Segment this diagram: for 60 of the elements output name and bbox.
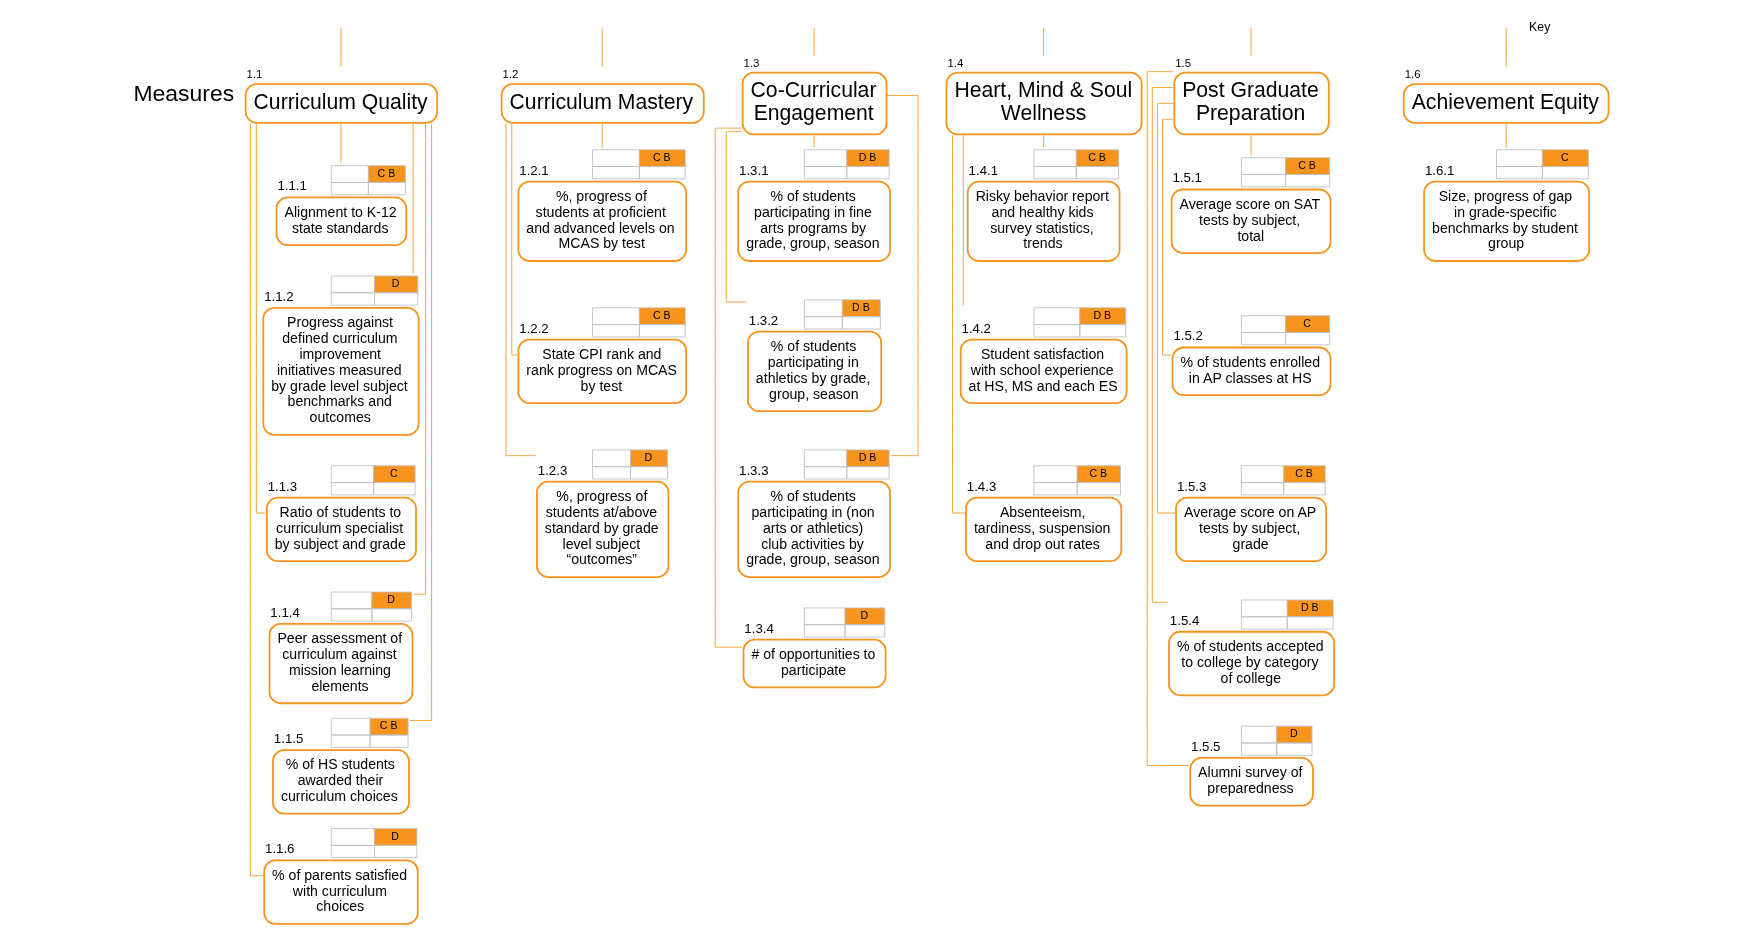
connector bbox=[1505, 123, 1507, 148]
connector bbox=[951, 135, 965, 514]
node-box: Curriculum Quality bbox=[244, 83, 438, 124]
connector bbox=[714, 127, 742, 648]
connector bbox=[886, 95, 918, 457]
connector bbox=[601, 27, 603, 68]
node-label: C B bbox=[1294, 466, 1313, 479]
node-label: 1.2 bbox=[502, 68, 518, 81]
node-label: D B bbox=[1093, 308, 1111, 321]
connector bbox=[412, 123, 426, 595]
node-label: D bbox=[859, 609, 868, 622]
node-label: D bbox=[391, 277, 399, 290]
connector bbox=[505, 123, 536, 457]
node-label: 1.4 bbox=[946, 56, 963, 69]
node-label: D B bbox=[858, 451, 876, 464]
node-label: 1.6 bbox=[1404, 68, 1421, 81]
node-label: C B bbox=[379, 719, 397, 732]
connector bbox=[813, 135, 815, 148]
node-box: Post Graduate Preparation bbox=[1172, 71, 1330, 136]
connector bbox=[1505, 27, 1507, 68]
node-label: C B bbox=[1089, 466, 1107, 479]
node-box: Co-Curricular Engagement bbox=[741, 71, 887, 136]
connector bbox=[962, 134, 964, 306]
node-label: C B bbox=[652, 308, 671, 321]
node-label: D bbox=[390, 829, 399, 842]
node-label: C B bbox=[652, 150, 671, 163]
label: Key bbox=[1528, 19, 1550, 34]
connector bbox=[1151, 87, 1173, 603]
node-label: C bbox=[1302, 316, 1311, 329]
connector bbox=[340, 123, 341, 164]
node-label: C bbox=[1560, 150, 1569, 163]
connector bbox=[510, 123, 518, 356]
node-label: 1.5 bbox=[1174, 56, 1191, 69]
node-box: Heart, Mind & Soul Wellness bbox=[945, 71, 1142, 136]
node-label: C B bbox=[1087, 150, 1106, 163]
node-label: C bbox=[389, 466, 398, 479]
node-label: 1.1 bbox=[246, 68, 262, 81]
node-label: 1.3 bbox=[743, 56, 759, 69]
node-label: D bbox=[386, 593, 395, 606]
connector bbox=[1161, 118, 1173, 356]
connector bbox=[601, 123, 603, 148]
connector bbox=[249, 123, 263, 877]
node-label: D B bbox=[851, 300, 870, 313]
node-label: D B bbox=[858, 150, 876, 163]
node-box: Achievement Equity bbox=[1402, 83, 1609, 124]
node-label: C B bbox=[377, 166, 395, 179]
node-label: D bbox=[1289, 727, 1298, 740]
connector bbox=[255, 123, 266, 514]
node-label: C B bbox=[1297, 158, 1316, 171]
node-label: D bbox=[644, 451, 652, 464]
connector bbox=[1156, 103, 1175, 514]
node-box: Curriculum Mastery bbox=[500, 83, 705, 124]
connector bbox=[1042, 135, 1044, 148]
node-label: D B bbox=[1300, 601, 1319, 614]
connector bbox=[1250, 135, 1251, 156]
connector bbox=[1042, 27, 1044, 56]
connector bbox=[1146, 71, 1189, 766]
label: Measures bbox=[132, 80, 234, 107]
connector bbox=[725, 131, 747, 303]
connector bbox=[412, 123, 414, 275]
